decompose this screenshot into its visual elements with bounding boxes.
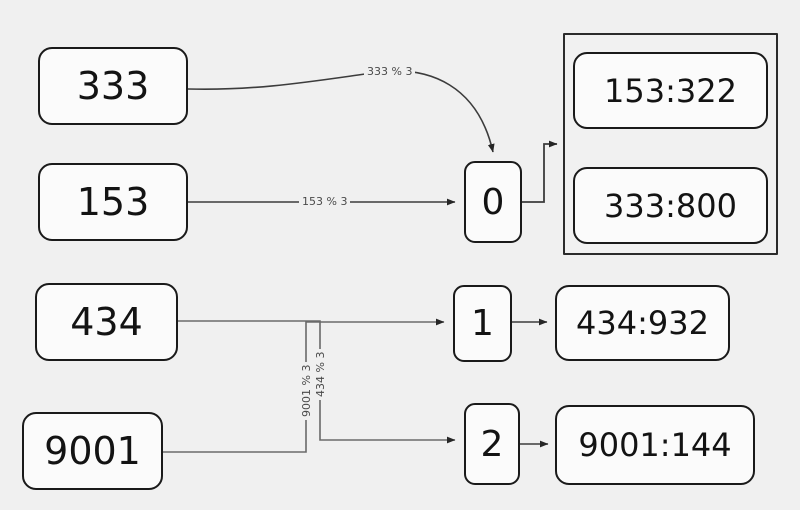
edge-bucket0-to-group xyxy=(522,140,558,203)
input-node-333-label: 333 xyxy=(76,64,150,108)
input-node-9001-label: 9001 xyxy=(44,429,141,473)
edge-label-434-mod-3: 434 % 3 xyxy=(314,348,327,400)
result-node-434-932-label: 434:932 xyxy=(576,304,709,342)
edge-label-9001-mod-3: 9001 % 3 xyxy=(300,361,313,420)
input-node-153-label: 153 xyxy=(76,180,150,224)
edge-label-153-mod-3: 153 % 3 xyxy=(299,195,351,208)
result-node-9001-144-label: 9001:144 xyxy=(578,426,732,464)
result-node-153-322[interactable]: 153:322 xyxy=(573,52,768,129)
result-node-333-800[interactable]: 333:800 xyxy=(573,167,768,244)
result-node-153-322-label: 153:322 xyxy=(604,71,737,110)
bucket-node-2[interactable]: 2 xyxy=(464,403,520,485)
bucket-node-1-label: 1 xyxy=(471,303,494,344)
input-node-153[interactable]: 153 xyxy=(38,163,188,241)
input-node-333[interactable]: 333 xyxy=(38,47,188,125)
result-node-333-800-label: 333:800 xyxy=(604,186,737,225)
input-node-9001[interactable]: 9001 xyxy=(22,412,163,490)
bucket-node-1[interactable]: 1 xyxy=(453,285,512,362)
result-node-434-932[interactable]: 434:932 xyxy=(555,285,730,361)
edge-333-to-bucket0 xyxy=(187,70,495,153)
result-node-9001-144[interactable]: 9001:144 xyxy=(555,405,755,485)
input-node-434-label: 434 xyxy=(70,300,143,344)
bucket-node-0-label: 0 xyxy=(481,181,505,223)
input-node-434[interactable]: 434 xyxy=(35,283,178,361)
bucket-node-2-label: 2 xyxy=(480,423,504,465)
bucket-node-0[interactable]: 0 xyxy=(464,161,522,243)
edge-label-333-mod-3: 333 % 3 xyxy=(364,65,416,78)
